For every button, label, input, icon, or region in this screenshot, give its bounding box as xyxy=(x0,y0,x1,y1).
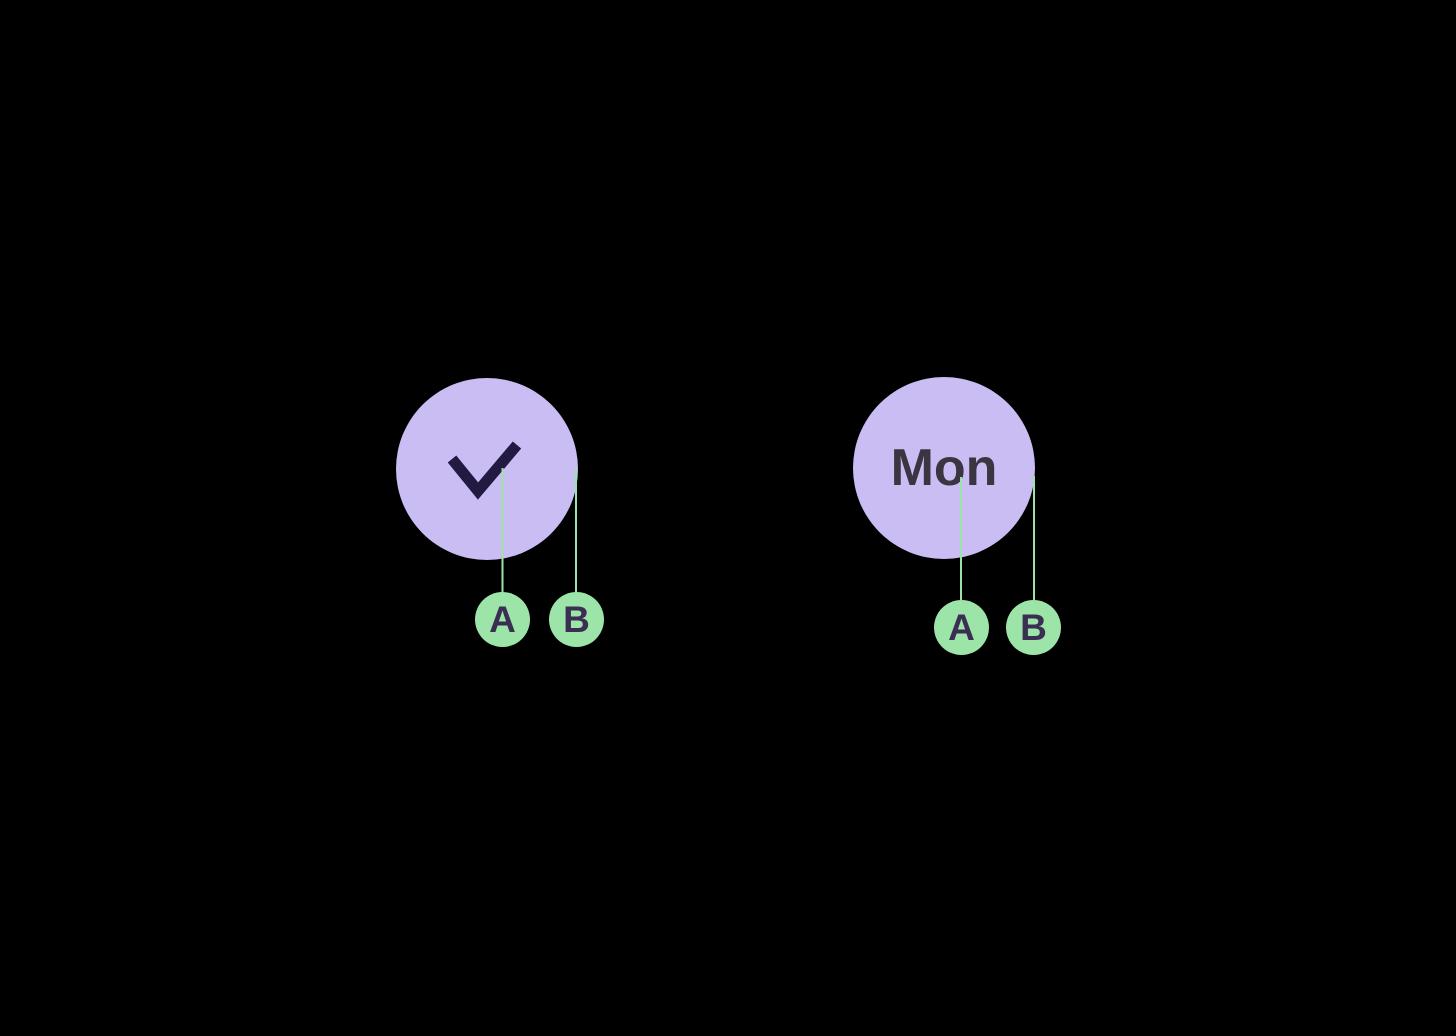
check-icon xyxy=(447,441,522,500)
marker-label: B xyxy=(563,599,590,640)
day-circle-checked[interactable] xyxy=(396,378,578,560)
day-label: Mon xyxy=(890,439,998,497)
marker-label: B xyxy=(1020,607,1047,648)
marker-badge-b[interactable]: B xyxy=(549,592,604,647)
marker-label: A xyxy=(948,607,975,648)
marker-badge-a[interactable]: A xyxy=(934,600,989,655)
marker-label: A xyxy=(489,599,516,640)
day-circle-mon[interactable]: Mon xyxy=(853,377,1035,559)
marker-badge-a[interactable]: A xyxy=(475,592,530,647)
marker-badge-b[interactable]: B xyxy=(1006,600,1061,655)
